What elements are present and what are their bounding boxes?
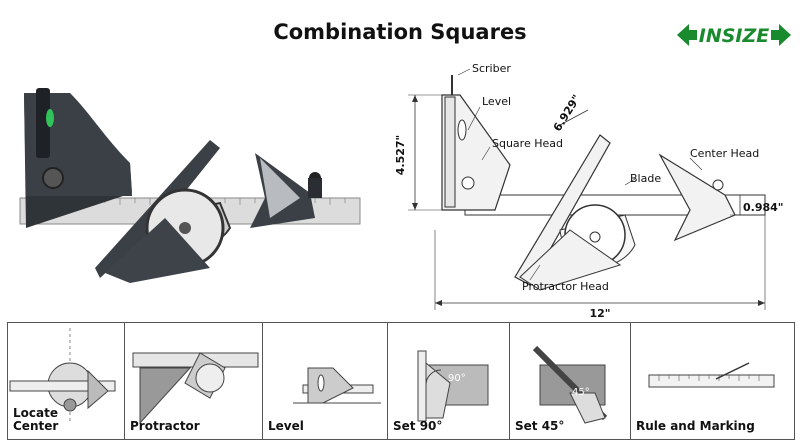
use-panel-rule-marking: Rule and Marking [631, 323, 797, 439]
label-protractor-head: Protractor Head [522, 280, 609, 293]
angle-90-label: 90° [448, 373, 466, 384]
label-blade: Blade [630, 172, 661, 185]
page-title: Combination Squares [273, 20, 527, 44]
dimension-length: 12" [589, 307, 610, 320]
angle-45-label: 45° [572, 387, 590, 398]
label-scriber: Scriber [472, 62, 511, 75]
use-panel-protractor: Protractor [125, 323, 263, 439]
use-panel-set-45: 45° Set 45° [510, 323, 631, 439]
use-panel-level: Level [263, 323, 388, 439]
insize-logo: INSIZE [677, 24, 791, 47]
logo-wordmark: INSIZE [699, 25, 770, 47]
use-label-protractor: Protractor [130, 419, 200, 433]
use-label-set-45: Set 45° [515, 419, 565, 433]
use-panel-set-90: 90° Set 90° [388, 323, 510, 439]
use-label-rule-marking: Rule and Marking [636, 419, 755, 433]
use-label-set-90: Set 90° [393, 419, 443, 433]
dimension-offset: 0.984" [743, 201, 784, 214]
label-level: Level [482, 95, 511, 108]
use-label-level: Level [268, 419, 304, 433]
dimension-height: 4.527" [394, 135, 407, 176]
dimension-diagram: Scriber Level Square Head Blade Center H… [394, 62, 784, 320]
label-center-head: Center Head [690, 147, 759, 160]
dimension-diagonal: 6.929" [551, 93, 584, 134]
label-square-head: Square Head [492, 137, 563, 150]
combination-square-photo [19, 88, 361, 283]
